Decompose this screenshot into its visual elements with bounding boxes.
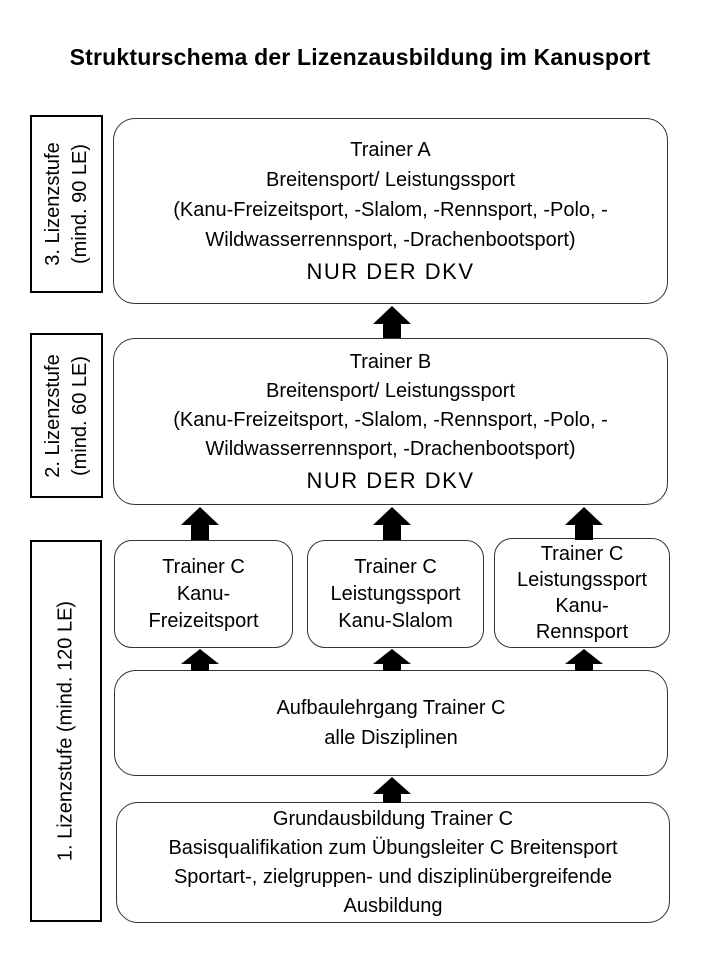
level-label-3-text: 3. Lizenzstufe (mind. 90 LE)	[41, 142, 91, 266]
up-arrow-icon	[565, 649, 603, 671]
up-arrow-icon	[373, 777, 411, 803]
box-line: Leistungssport	[516, 569, 648, 591]
box-line-emphasis: NUR DER DKV	[306, 259, 475, 284]
box-line: Trainer A	[350, 139, 431, 161]
page-title: Strukturschema der Lizenzausbildung im K…	[69, 44, 651, 70]
up-arrow-icon	[373, 507, 411, 540]
box-aufbaulehrgang: Aufbaulehrgang Trainer C alle Diszipline…	[114, 670, 668, 776]
up-arrow-icon	[181, 507, 219, 540]
box-line: Leistungssport	[330, 582, 461, 605]
box-line: Freizeitsport	[148, 609, 259, 632]
box-line: Breitensport/ Leistungssport	[265, 169, 516, 191]
box-line: Kanu-	[555, 595, 609, 617]
box-grundausbildung: Grundausbildung Trainer C Basisqualifika…	[116, 802, 670, 923]
box-line: Wildwasserrennsport, -Drachenbootsport)	[205, 438, 576, 460]
up-arrow-icon	[373, 649, 411, 671]
box-trainer-b: Trainer B Breitensport/ Leistungssport (…	[113, 338, 668, 505]
box-trainer-c-rennsport: Trainer C Leistungssport Kanu- Rennsport	[494, 538, 670, 648]
box-line: Aufbaulehrgang Trainer C	[276, 697, 506, 719]
level-label-2: 2. Lizenzstufe (mind. 60 LE)	[30, 333, 103, 498]
box-trainer-c-slalom: Trainer C Leistungssport Kanu-Slalom	[307, 540, 484, 648]
box-line: Kanu-	[176, 582, 231, 605]
box-line: Sportart-, zielgruppen- und disziplinübe…	[173, 865, 613, 888]
up-arrow-icon	[181, 649, 219, 671]
box-line: Breitensport/ Leistungssport	[265, 380, 516, 402]
up-arrow-icon	[373, 306, 411, 338]
up-arrow-icon	[565, 507, 603, 540]
box-line: Ausbildung	[343, 894, 443, 917]
box-line: Grundausbildung Trainer C	[272, 807, 514, 830]
box-line: Basisqualifikation zum Übungsleiter C Br…	[168, 836, 618, 859]
box-line: Rennsport	[535, 621, 629, 643]
box-line: Trainer C	[162, 555, 245, 578]
box-line: Wildwasserrennsport, -Drachenbootsport)	[205, 229, 576, 251]
box-trainer-c-freizeitsport: Trainer C Kanu- Freizeitsport	[114, 540, 293, 648]
level-label-2-text: 2. Lizenzstufe (mind. 60 LE)	[41, 353, 91, 478]
box-line: alle Disziplinen	[324, 727, 458, 749]
box-line-emphasis: NUR DER DKV	[306, 468, 475, 493]
level-label-1-text: 1. Lizenzstufe (mind. 120 LE)	[54, 600, 77, 862]
box-line: Trainer C	[354, 555, 437, 578]
box-line: (Kanu-Freizeitsport, -Slalom, -Rennsport…	[173, 199, 608, 221]
level-label-1: 1. Lizenzstufe (mind. 120 LE)	[30, 540, 102, 922]
box-trainer-a: Trainer A Breitensport/ Leistungssport (…	[113, 118, 668, 304]
level-label-3: 3. Lizenzstufe (mind. 90 LE)	[30, 115, 103, 293]
box-line: (Kanu-Freizeitsport, -Slalom, -Rennsport…	[173, 409, 608, 431]
box-line: Kanu-Slalom	[338, 609, 453, 632]
box-line: Trainer B	[349, 351, 432, 373]
box-line: Trainer C	[540, 543, 624, 565]
